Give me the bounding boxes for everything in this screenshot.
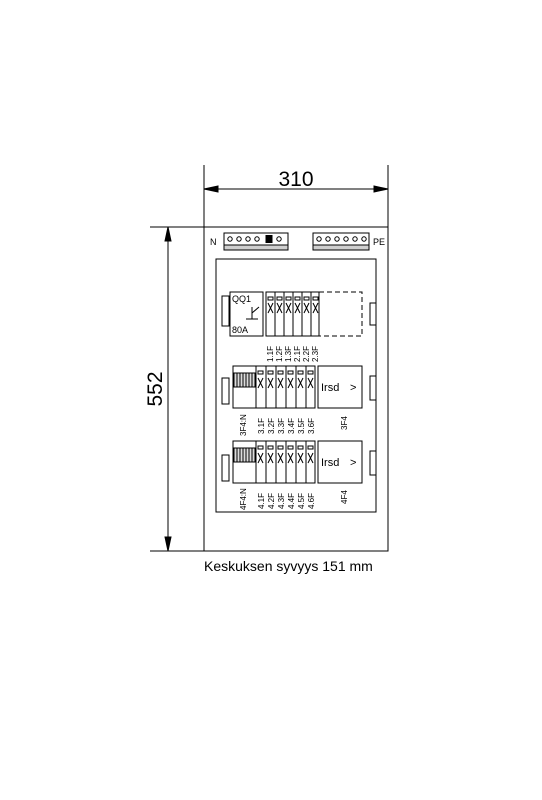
n-terminal-label: N bbox=[210, 237, 217, 247]
row-3-device-arrow: > bbox=[350, 457, 356, 469]
circuit-label: 3.3F bbox=[277, 418, 286, 434]
width-dimension-label: 310 bbox=[278, 168, 313, 191]
main-switch-rating: 80A bbox=[232, 325, 248, 335]
circuit-label: 3.2F bbox=[267, 418, 276, 434]
circuit-label: 1.1F bbox=[266, 346, 275, 362]
circuit-label: 4.5F bbox=[297, 493, 306, 509]
pe-terminal-label: PE bbox=[373, 237, 385, 247]
circuit-label: 4.3F bbox=[277, 493, 286, 509]
circuit-label: 3.5F bbox=[297, 418, 306, 434]
row-3 bbox=[221, 440, 377, 484]
row-3-device-name: 4F4 bbox=[340, 490, 349, 504]
width-dimension bbox=[203, 165, 389, 227]
circuit-label: 3.6F bbox=[307, 418, 316, 434]
row-2-side-label: 3F4:N bbox=[239, 414, 248, 436]
row-3-breakers bbox=[255, 440, 316, 484]
row-2-device-arrow: > bbox=[350, 382, 356, 394]
row-2-device-label: Irsd bbox=[321, 382, 339, 394]
row-3-side-label: 4F4:N bbox=[239, 488, 248, 510]
circuit-label: 4.4F bbox=[287, 493, 296, 509]
row-2-circuit-labels: 3.1F 3.2F 3.3F 3.4F 3.5F 3.6F bbox=[257, 418, 316, 434]
circuit-label: 2.1F bbox=[293, 346, 302, 362]
circuit-label: 4.6F bbox=[307, 493, 316, 509]
row-3-circuit-labels: 4.1F 4.2F 4.3F 4.4F 4.5F 4.6F bbox=[257, 493, 316, 509]
circuit-label: 3.4F bbox=[287, 418, 296, 434]
circuit-label: 2.3F bbox=[311, 346, 320, 362]
row-2-breakers bbox=[255, 365, 316, 409]
circuit-label: 2.2F bbox=[302, 346, 311, 362]
main-switch-name: QQ1 bbox=[232, 294, 251, 304]
circuit-label: 3.1F bbox=[257, 418, 266, 434]
height-dimension-label: 552 bbox=[144, 371, 167, 406]
row-2-device-name: 3F4 bbox=[340, 416, 349, 430]
height-dimension bbox=[150, 226, 204, 552]
n-terminal-block bbox=[223, 232, 289, 251]
circuit-label: 1.2F bbox=[275, 346, 284, 362]
row-3-device-label: Irsd bbox=[321, 457, 339, 469]
row-3-rcd-device bbox=[317, 440, 363, 484]
row-2-rcd-device bbox=[317, 365, 363, 409]
row-1-circuit-labels: 1.1F 1.2F 1.3F 2.1F 2.2F 2.3F bbox=[266, 346, 320, 362]
row-1-breakers bbox=[265, 291, 320, 337]
row-2 bbox=[221, 365, 377, 409]
enclosure-outline bbox=[203, 226, 389, 552]
circuit-label: 4.1F bbox=[257, 493, 266, 509]
depth-caption: Keskuksen syvyys 151 mm bbox=[204, 558, 373, 574]
circuit-label: 1.3F bbox=[284, 346, 293, 362]
main-switch-qq1 bbox=[229, 291, 264, 337]
circuit-label: 4.2F bbox=[267, 493, 276, 509]
row-1 bbox=[221, 291, 377, 337]
row-1-spare-space bbox=[318, 291, 363, 337]
pe-terminal-block bbox=[312, 232, 370, 251]
